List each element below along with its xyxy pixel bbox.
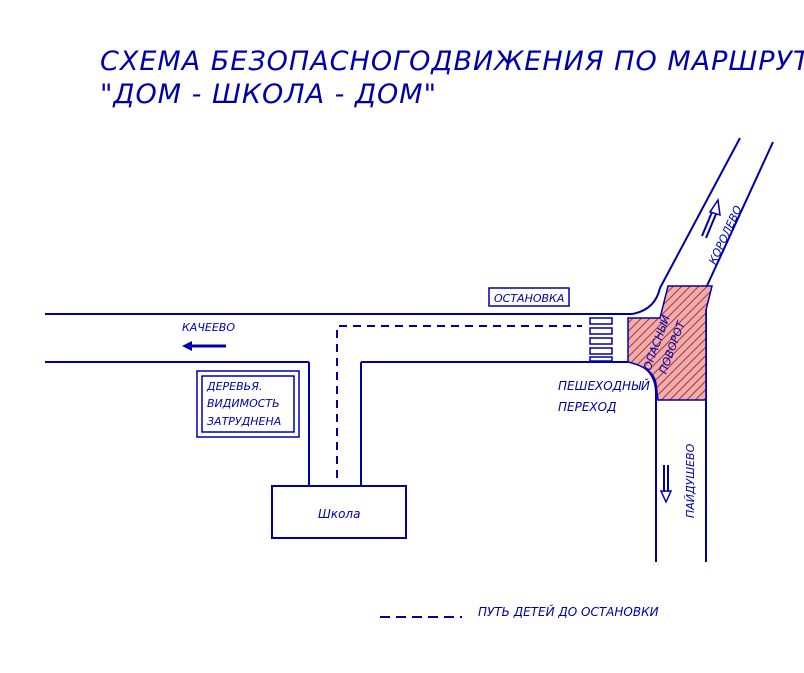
pedestrian-crossing [589,317,613,362]
diagram-title-line1: СХЕМА БЕЗОПАСНОГОДВИЖЕНИЯ ПО МАРШРУТУ [100,46,804,77]
arrow-down-icon [659,465,673,504]
crosswalk-label-line2: ПЕРЕХОД [558,400,616,414]
diagram-title-line2: "ДОМ - ШКОЛА - ДОМ" [100,79,437,110]
trees-warning-box [196,370,300,438]
school-road [308,362,362,486]
trees-label-line2: ВИДИМОСТЬ [207,397,280,410]
legend-label: ПУТЬ ДЕТЕЙ ДО ОСТАНОВКИ [478,604,659,619]
school-building [271,485,407,539]
danger-zone [627,285,713,401]
svg-text:ПАЙДУШЕВО: ПАЙДУШЕВО [684,443,697,518]
trees-label-line3: ЗАТРУДНЕНА [207,415,281,428]
kacheevo-label: КАЧЕЕВО [182,321,235,334]
trees-label-line1: ДЕРЕВЬЯ. [206,380,262,393]
arrow-left-icon [182,341,226,351]
school-label: Школа [318,507,360,521]
arrow-up-right-icon [701,197,721,239]
crosswalk-label-line1: ПЕШЕХОДНЫЙ [558,378,650,393]
stop-sign [488,287,570,307]
side-road [705,141,774,562]
stop-label: ОСТАНОВКА [494,292,564,305]
paidushevo-label: ПАЙДУШЕВО [684,443,697,518]
children-path [336,325,582,478]
